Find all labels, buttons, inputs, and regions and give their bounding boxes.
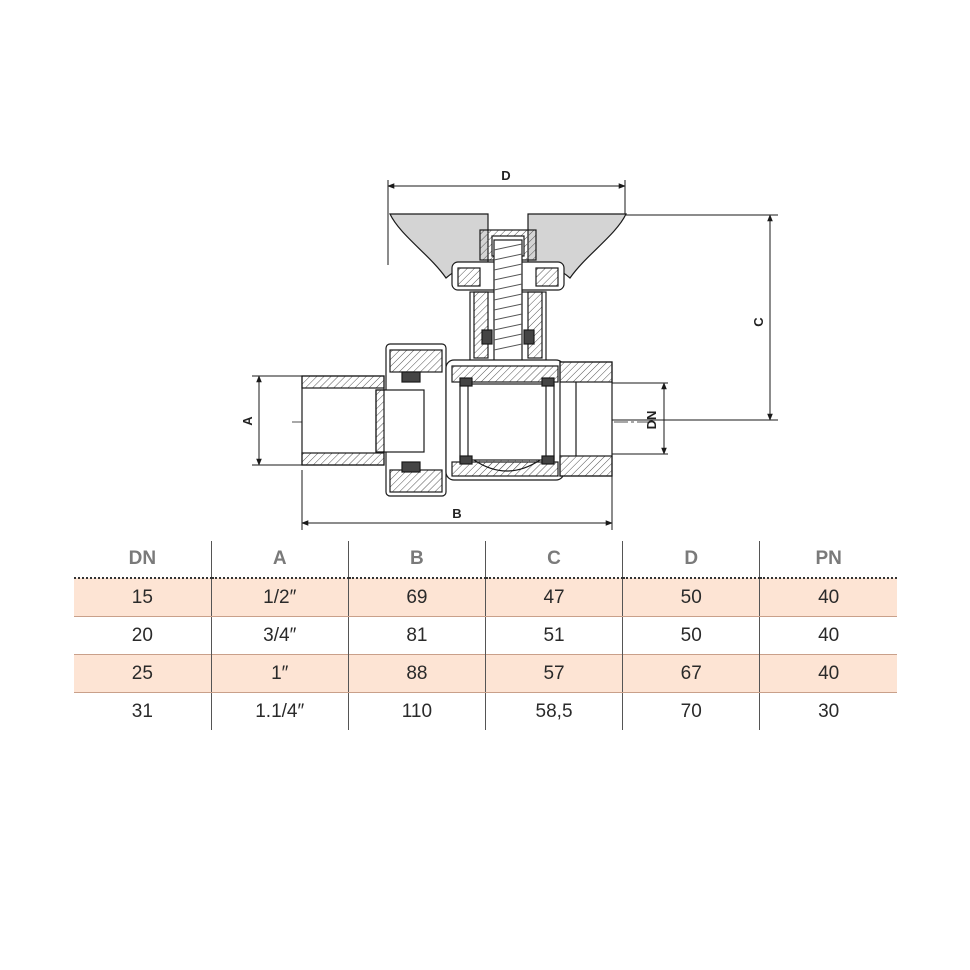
table-cell: 31 bbox=[74, 692, 212, 730]
table-row: 15 1/2″ 69 47 50 40 bbox=[74, 577, 897, 617]
table-cell: 50 bbox=[622, 616, 761, 655]
table-cell: 25 bbox=[74, 654, 212, 693]
table-cell: 88 bbox=[348, 654, 486, 693]
table-cell: 58,5 bbox=[485, 692, 624, 730]
table-cell: 69 bbox=[348, 577, 486, 617]
header-a: A bbox=[211, 541, 349, 579]
table-cell: 67 bbox=[622, 654, 761, 693]
table-cell: 1″ bbox=[211, 654, 349, 693]
table-cell: 70 bbox=[622, 692, 761, 730]
table-cell: 30 bbox=[818, 700, 840, 722]
table-header-row: DN A B C D PN bbox=[74, 541, 897, 579]
table-cell: 110 bbox=[348, 692, 486, 730]
header-pn: PN bbox=[759, 541, 897, 579]
table-cell: 40 bbox=[759, 577, 897, 617]
valve-technical-drawing: D C A B DN bbox=[240, 168, 778, 530]
table-cell: 40 bbox=[759, 654, 897, 693]
dimensions-table: DN A B C D PN 15 1/2″ 69 47 50 40 20 3/4… bbox=[74, 541, 897, 730]
table-cell: 57 bbox=[485, 654, 624, 693]
dimension-label-dn: DN bbox=[644, 411, 659, 430]
table-cell: 51 bbox=[485, 616, 624, 655]
valve-stem bbox=[451, 229, 565, 381]
dimension-b bbox=[301, 470, 613, 530]
header-dn: DN bbox=[74, 541, 212, 579]
table-cell: 20 bbox=[74, 616, 212, 655]
table-cell: 15 bbox=[74, 577, 212, 617]
header-d: D bbox=[622, 541, 761, 579]
dimension-d bbox=[387, 180, 626, 265]
table-row: 31 1.1/4″ 110 58,5 70 30 bbox=[74, 692, 897, 730]
header-c: C bbox=[485, 541, 624, 579]
table-cell: 1.1/4″ bbox=[211, 692, 349, 730]
dimension-label-b: B bbox=[452, 506, 461, 521]
table-cell: 40 bbox=[818, 624, 840, 646]
dimension-label-a: A bbox=[240, 416, 255, 426]
table-cell: 47 bbox=[485, 577, 624, 617]
table-cell: 81 bbox=[348, 616, 486, 655]
table-row: 20 3/4″ 81 51 50 40 bbox=[74, 616, 897, 655]
header-b: B bbox=[348, 541, 486, 579]
valve-body bbox=[301, 343, 613, 497]
dimension-label-d: D bbox=[501, 168, 510, 183]
dimension-a bbox=[252, 375, 305, 466]
dimension-dn bbox=[610, 382, 668, 455]
table-cell: 3/4″ bbox=[211, 616, 349, 655]
table-cell: 50 bbox=[622, 577, 761, 617]
table-cell: 1/2″ bbox=[211, 577, 349, 617]
dimension-label-c: C bbox=[751, 317, 766, 327]
table-row: 25 1″ 88 57 67 40 bbox=[74, 654, 897, 693]
